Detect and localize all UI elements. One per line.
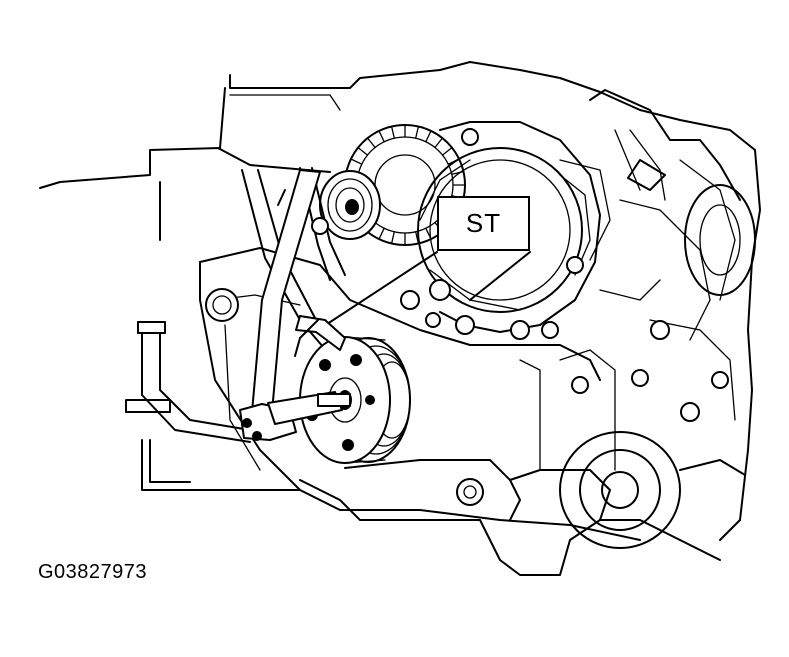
pulley-holding-tool [240,170,350,441]
special-tool-callout: ST [437,196,530,251]
mounting-bolts [312,130,665,338]
callout-leader-lines [318,252,530,330]
coolant-pipe [126,322,300,490]
gear-tooth [379,131,384,142]
gear-tooth [392,232,395,244]
gear-tooth [392,127,395,139]
figure-id: G03827973 [38,561,148,583]
gear-tooth [351,159,362,164]
gear-tooth [358,148,367,156]
gear-tooth [426,131,431,142]
engine-block-background [230,62,760,540]
gear-tooth [443,148,452,156]
gear-tooth [435,138,443,147]
gear-tooth [379,228,384,239]
idler-pulley [320,171,380,239]
wheel-hub [560,432,745,548]
gear-tooth [368,138,376,147]
gear-tooth [416,127,419,139]
lower-crossmember [300,350,720,575]
